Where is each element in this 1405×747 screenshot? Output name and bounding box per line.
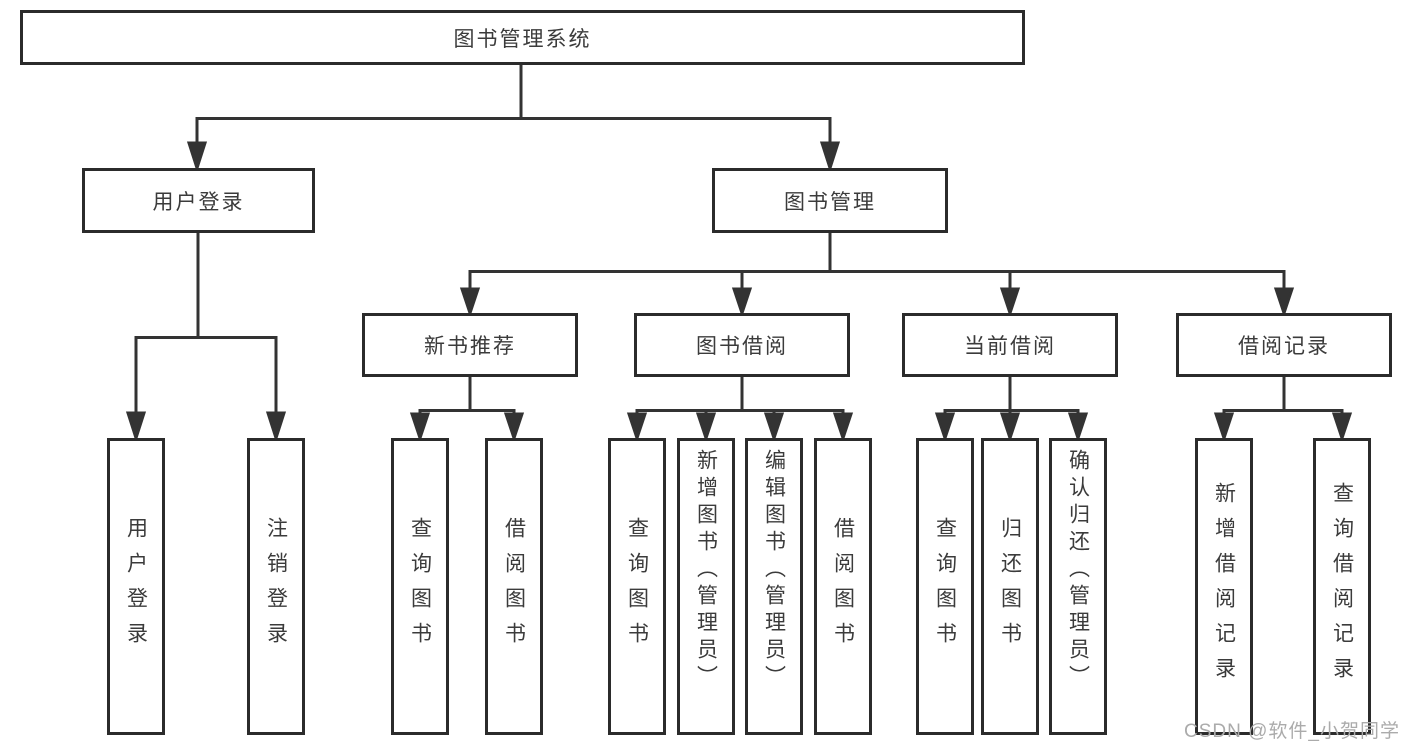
leaf-query-books-borrow-label: 查询图书	[625, 516, 649, 657]
node-borrow-records-label: 借阅记录	[1238, 335, 1330, 358]
leaf-logout-label: 注销登录	[264, 516, 288, 657]
leaf-query-books-borrow: 查询图书	[608, 438, 666, 735]
node-borrow-records: 借阅记录	[1176, 313, 1392, 377]
csdn-watermark: CSDN @软件_小贺同学	[1184, 721, 1400, 742]
leaf-return-books: 归还图书	[981, 438, 1039, 735]
node-book-management: 图书管理	[712, 168, 948, 233]
leaf-query-borrow-record-label: 查询借阅记录	[1330, 481, 1354, 692]
leaf-query-books-recommend: 查询图书	[391, 438, 449, 735]
leaf-borrow-books-recommend: 借阅图书	[485, 438, 543, 735]
node-book-borrow: 图书借阅	[634, 313, 850, 377]
connector-borrow-records-to-leaves	[1213, 377, 1353, 443]
connector-root-to-level2	[186, 65, 841, 173]
leaf-add-book-admin-label: 新增图书（管理员）	[694, 449, 718, 692]
leaf-borrow-books: 借阅图书	[814, 438, 872, 735]
leaf-add-book-admin: 新增图书（管理员）	[677, 438, 735, 735]
node-new-book-recommend-label: 新书推荐	[424, 335, 516, 358]
node-root-book-management-system: 图书管理系统	[20, 10, 1025, 65]
leaf-add-borrow-record-label: 新增借阅记录	[1212, 481, 1236, 692]
leaf-borrow-books-label: 借阅图书	[831, 516, 855, 657]
node-root-label: 图书管理系统	[453, 27, 592, 51]
leaf-query-borrow-record: 查询借阅记录	[1313, 438, 1371, 735]
leaf-edit-book-admin: 编辑图书（管理员）	[745, 438, 803, 735]
leaf-confirm-return-admin: 确认归还（管理员）	[1049, 438, 1107, 735]
connector-current-borrow-to-leaves	[934, 377, 1089, 443]
node-book-borrow-label: 图书借阅	[696, 335, 788, 358]
node-user-login-label: 用户登录	[152, 190, 245, 214]
leaf-edit-book-admin-label: 编辑图书（管理员）	[762, 449, 786, 692]
leaf-borrow-books-recommend-label: 借阅图书	[502, 516, 526, 657]
leaf-user-login: 用户登录	[107, 438, 165, 735]
leaf-query-books-current-label: 查询图书	[933, 516, 957, 657]
leaf-confirm-return-admin-label: 确认归还（管理员）	[1066, 449, 1090, 692]
connector-user-login-to-leaves	[125, 233, 287, 443]
connector-new-book-recommend-to-leaves	[409, 377, 525, 443]
connector-book-management-to-level3	[459, 233, 1295, 318]
leaf-user-login-label: 用户登录	[124, 516, 148, 657]
leaf-query-books-recommend-label: 查询图书	[408, 516, 432, 657]
leaf-logout: 注销登录	[247, 438, 305, 735]
leaf-query-books-current: 查询图书	[916, 438, 974, 735]
node-book-management-label: 图书管理	[784, 190, 876, 214]
node-user-login: 用户登录	[82, 168, 315, 233]
node-current-borrow-label: 当前借阅	[964, 335, 1056, 358]
leaf-return-books-label: 归还图书	[998, 516, 1022, 657]
connector-book-borrow-to-leaves	[626, 377, 854, 443]
node-new-book-recommend: 新书推荐	[362, 313, 578, 377]
node-current-borrow: 当前借阅	[902, 313, 1118, 377]
leaf-add-borrow-record: 新增借阅记录	[1195, 438, 1253, 735]
